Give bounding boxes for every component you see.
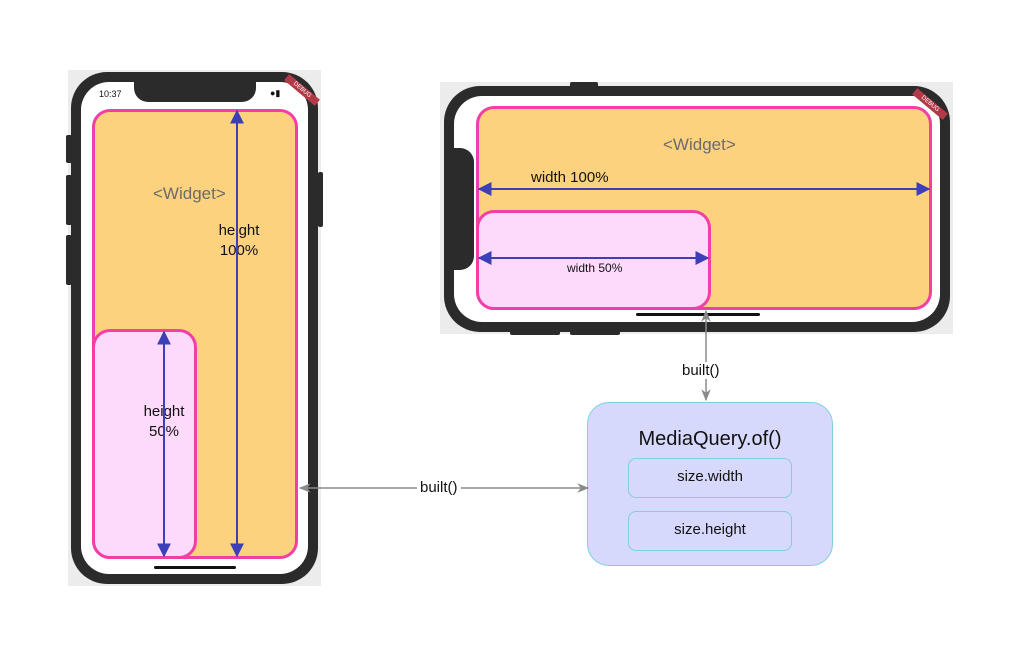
portrait-side-button: [66, 175, 72, 225]
portrait-side-button: [66, 235, 72, 285]
portrait-notch: [134, 82, 256, 102]
landscape-bottom-button: [570, 330, 620, 335]
mediaquery-field-width: size.width: [628, 458, 792, 498]
landscape-top-button: [570, 82, 598, 88]
built-vertical-label: built(): [679, 362, 723, 379]
built-horizontal-label: built(): [417, 479, 461, 496]
portrait-power-button: [318, 172, 323, 227]
status-time: 10:37: [99, 89, 122, 99]
landscape-notch: [454, 148, 474, 270]
mediaquery-title: MediaQuery.of(): [638, 428, 782, 450]
portrait-side-button: [66, 135, 72, 163]
width-full-label: width 100%: [531, 169, 609, 186]
landscape-bottom-button: [510, 330, 560, 335]
portrait-home-indicator: [154, 566, 236, 569]
status-icons: ●▮: [270, 88, 281, 98]
portrait-widget-label: <Widget>: [153, 184, 226, 203]
landscape-widget-label: <Widget>: [663, 135, 736, 154]
mediaquery-field-height: size.height: [628, 511, 792, 551]
portrait-half-height-box: [92, 329, 197, 559]
landscape-home-indicator: [636, 313, 760, 316]
